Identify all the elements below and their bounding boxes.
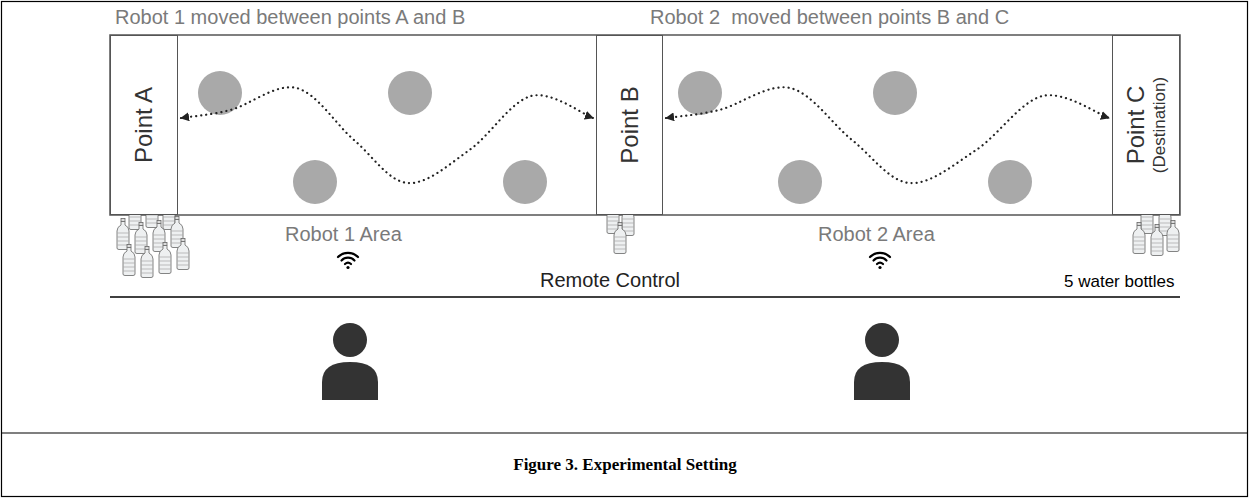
area-label: Robot 1 Area	[285, 222, 402, 246]
point-name: Point A	[130, 87, 158, 163]
water-bottle	[159, 243, 171, 274]
wifi-icon	[338, 253, 358, 269]
point-box: Point A	[110, 35, 178, 215]
water-bottle	[614, 223, 626, 254]
water-bottle	[1133, 223, 1145, 254]
robot-path	[181, 87, 593, 183]
water-bottle	[1167, 221, 1179, 252]
rotated-label: Point C(Destination)	[1122, 77, 1170, 173]
point-box: Point C(Destination)	[1112, 35, 1180, 215]
rotated-label: Point A	[130, 87, 158, 163]
remote-control-line	[110, 296, 1180, 298]
water-bottle	[1151, 225, 1163, 256]
operator-icon	[322, 323, 378, 400]
point-name: Point C	[1122, 77, 1150, 173]
figure-caption: Figure 3. Experimental Setting	[0, 455, 1250, 475]
wifi-icon	[870, 253, 890, 269]
water-bottle	[141, 247, 153, 278]
arena-outline	[110, 35, 1180, 215]
water-bottle	[123, 245, 135, 276]
point-note: (Destination)	[1150, 77, 1170, 173]
area-label: Robot 2 Area	[818, 222, 935, 246]
rotated-label: Point B	[616, 86, 644, 163]
robot-path	[666, 87, 1109, 183]
area-title: Robot 2 moved between points B and C	[650, 5, 1009, 29]
water-bottle	[177, 239, 189, 270]
caption-divider	[2, 432, 1248, 433]
point-name: Point B	[616, 86, 644, 163]
point-box: Point B	[596, 35, 663, 215]
operator-icon	[854, 323, 910, 400]
bottle-count: 5 water bottles	[1064, 272, 1175, 292]
control-label: Remote Control	[540, 268, 680, 292]
area-title: Robot 1 moved between points A and B	[115, 5, 465, 29]
